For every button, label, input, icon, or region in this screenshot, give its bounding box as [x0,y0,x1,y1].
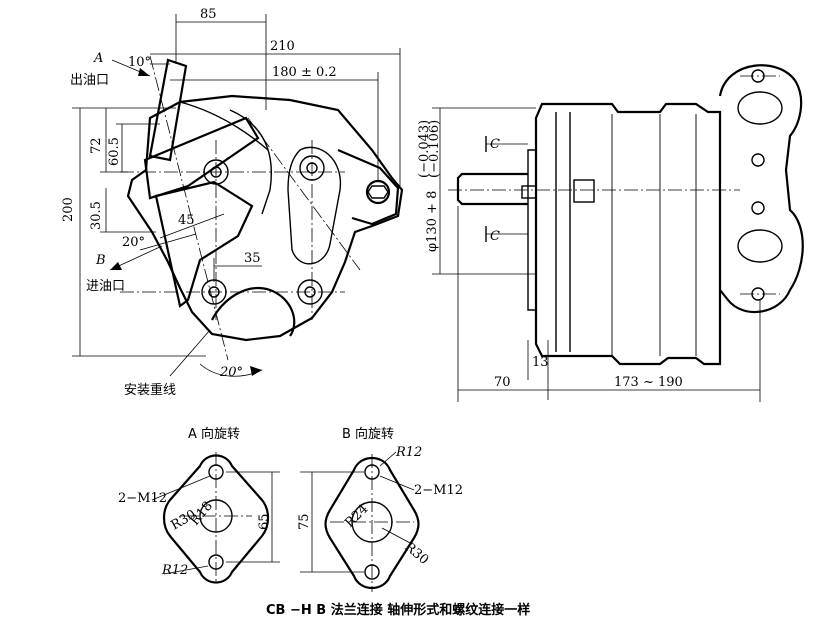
right-mounting-ear [337,148,400,226]
dim-10deg: 10° [128,55,151,70]
rear-port-upper [737,91,783,125]
dim-200: 200 [61,197,76,222]
inlet-mark: B [95,253,106,268]
drive-shaft [456,172,528,206]
upper-rib [179,101,269,151]
flange-a-r12: R12 [161,563,188,578]
dim-35: 35 [244,251,261,266]
shaft-key [521,185,537,199]
flange-view-a: A 向旋转 65 2−M12 R30 R18 R12 [118,426,280,584]
flange-b-75: 75 [297,513,312,530]
view-b-title: B 向旋转 [342,426,394,442]
dim-72: 72 [89,137,104,154]
rear-flange [718,64,804,314]
dim-45: 45 [178,213,195,228]
dim-dia130-tol-lower: (−0.106) [427,120,442,178]
flange-b-m12: 2−M12 [414,483,463,498]
ear-bolt-hole [365,179,391,205]
ear-nut [367,185,389,199]
flange-b-r24: R24 [342,502,371,531]
flange-a-m12: 2−M12 [118,491,167,506]
outlet-mark: A [93,51,103,66]
flange-view-b: B 向旋转 75 R12 2−M12 R24 R30 [297,426,463,592]
side-view-dimensions: φ130 + 8 (−0.043) (−0.106) 13 70 173 ~ 1… [417,107,761,402]
dim-210: 210 [270,39,295,54]
dim-20deg-b: 20° [219,365,243,380]
flange-b-r12: R12 [395,445,422,460]
dim-60-5: 60.5 [107,137,122,166]
flange-b-r30: R30 [401,540,431,568]
shaft-seal [573,179,595,203]
outlet-label: 出油口 [70,73,109,88]
drawing-caption: CB −H B 法兰连接 轴伸形式和螺纹连接一样 [266,602,530,618]
front-view [120,55,404,361]
front-view-dimensions: 85 210 180 ± 0.2 10° A 出油口 200 72 60.5 3… [61,7,401,398]
side-housing [534,102,722,366]
bottom-lobe [211,287,296,337]
view-a-title: A 向旋转 [188,426,240,442]
dim-30-5: 30.5 [89,201,104,230]
dim-20deg-a: 20° [122,235,145,250]
section-c-bottom: C [490,229,500,244]
dim-dia130: φ130 + 8 [425,191,440,252]
install-line-label: 安装重线 [124,382,176,398]
dim-85: 85 [200,7,217,22]
dim-70: 70 [494,375,511,390]
dim-dia130-tol-upper: (−0.043) [417,120,432,178]
side-rib [229,109,273,215]
side-view: C C [448,64,804,366]
dim-13: 13 [532,355,549,370]
dim-173-190: 173 ~ 190 [614,375,683,390]
dim-180: 180 ± 0.2 [272,65,337,80]
inlet-flange [154,180,254,308]
flange-a-outline [162,454,270,584]
rear-port-lower [737,229,783,263]
pump-body-outline [126,94,404,342]
inner-slot [287,146,342,265]
section-c-top: C [490,137,500,152]
inlet-label: 进油口 [86,279,125,294]
flange-a-65: 65 [257,513,272,530]
